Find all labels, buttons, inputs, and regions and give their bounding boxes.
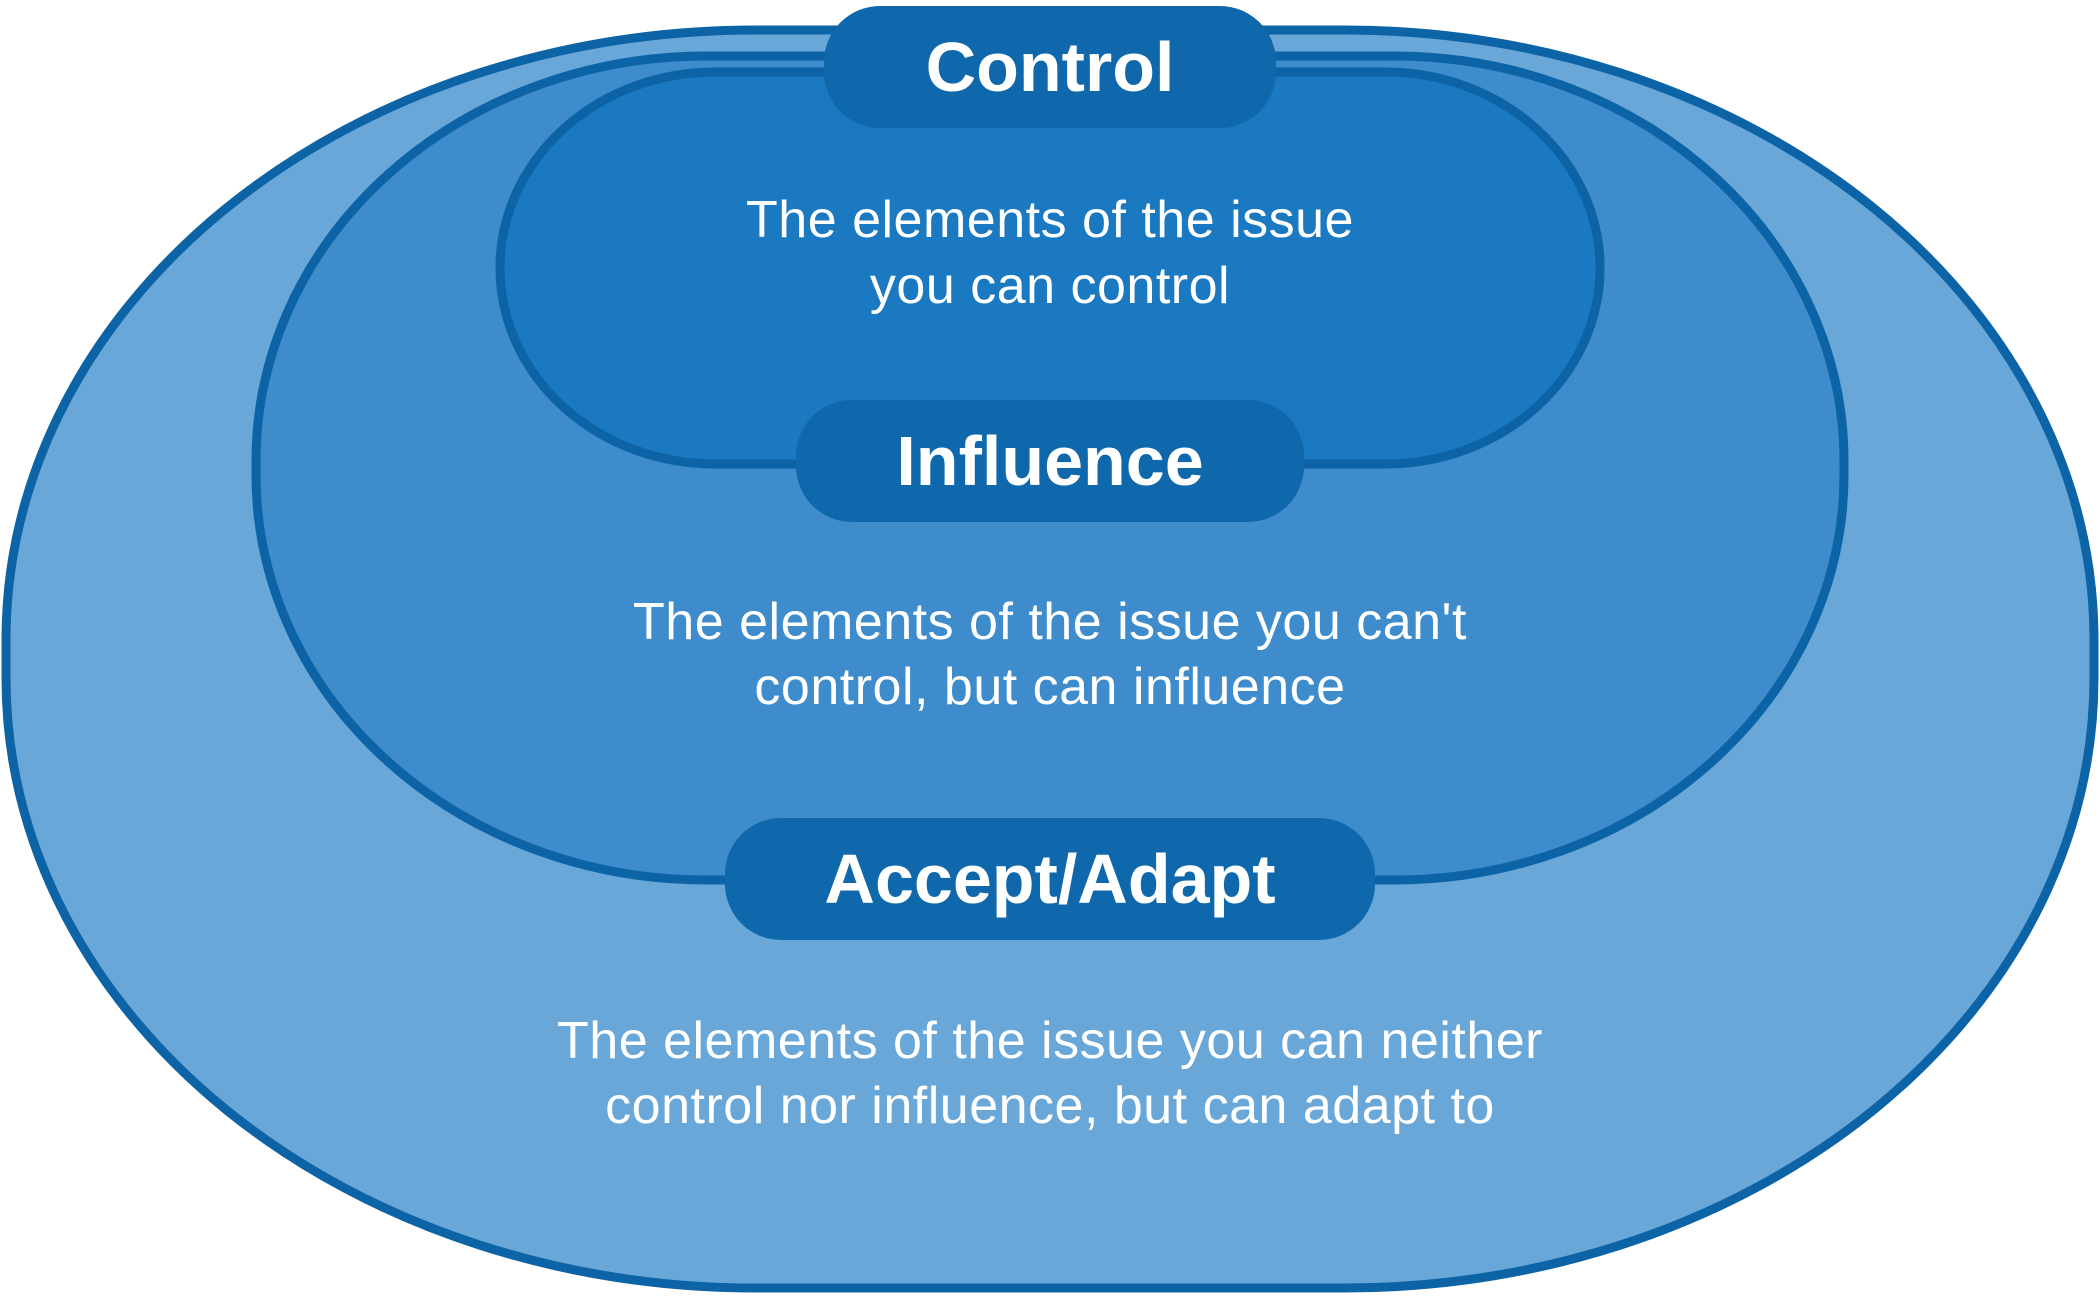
accept-adapt-pill-shape <box>725 818 1375 940</box>
accept-adapt-pill-label: Accept/Adapt <box>824 840 1275 918</box>
influence-label-pill: Influence <box>796 400 1304 522</box>
influence-description-line-2: control, but can influence <box>754 658 1345 716</box>
influence-pill-shape <box>796 400 1304 522</box>
control-pill-label: Control <box>926 28 1175 106</box>
influence-pill-label: Influence <box>896 422 1203 500</box>
accept-adapt-description-line-2: control nor influence, but can adapt to <box>605 1077 1495 1135</box>
influence-description-line-1: The elements of the issue you can't <box>633 593 1467 651</box>
control-label-pill: Control <box>824 6 1276 128</box>
control-pill-shape <box>824 6 1276 128</box>
accept-adapt-description-line-1: The elements of the issue you can neithe… <box>557 1012 1543 1070</box>
control-description-line-1: The elements of the issue <box>746 191 1354 249</box>
accept-adapt-label-pill: Accept/Adapt <box>725 818 1375 940</box>
control-description-line-2: you can control <box>870 257 1230 315</box>
